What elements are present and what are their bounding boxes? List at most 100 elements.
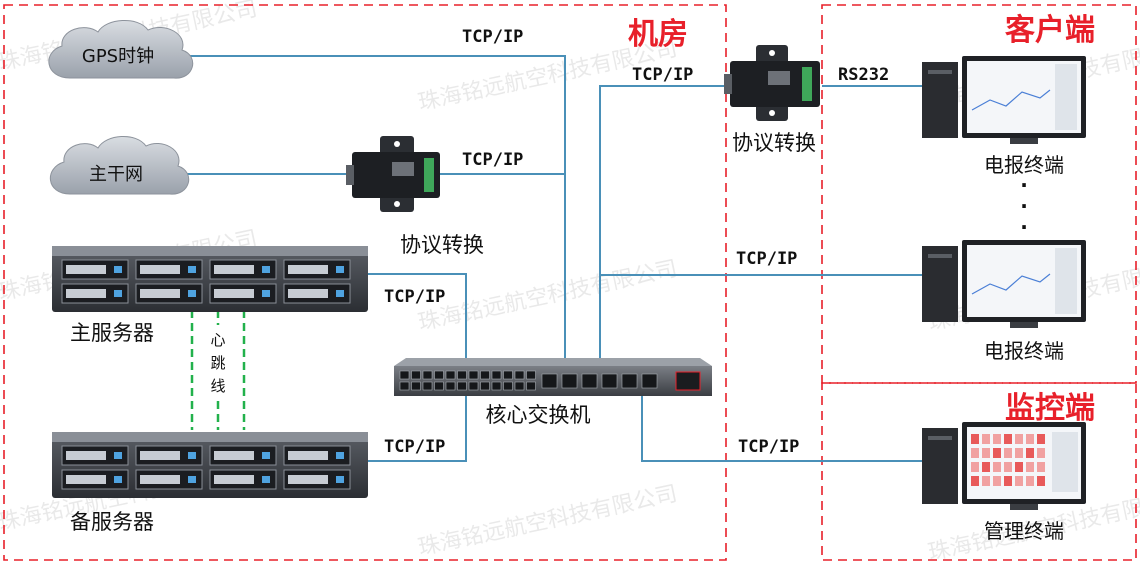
drive-bay-label [214, 289, 254, 298]
machine-room-zone [3, 4, 727, 561]
drive-bay-led [188, 290, 196, 297]
drive-bay-led [262, 290, 270, 297]
switch-port [457, 381, 467, 391]
drive-bays [61, 259, 351, 304]
link-labels: TCP/IP TCP/IP TCP/IP RS232 TCP/IP TCP/IP… [384, 27, 889, 457]
switch-port [468, 381, 479, 391]
switch-port [503, 370, 513, 380]
ellipsis-dot: · [1020, 173, 1028, 197]
heartbeat-char: 跳 [210, 354, 225, 372]
dashboard-tile [1026, 434, 1034, 444]
telegram-terminal-1: 电报终端 [922, 56, 1086, 177]
primary-tcp-label: TCP/IP [384, 287, 445, 307]
switch-sfp-port [621, 373, 638, 389]
dashboard-tile [982, 462, 990, 472]
heartbeat-char: 心 [210, 331, 225, 349]
switch-power [675, 371, 701, 391]
heartbeat-label: 心 跳 线 [210, 331, 225, 395]
switch-port [422, 381, 433, 391]
drive-bay-label [66, 475, 106, 484]
watermark-text: 珠海铭远航空科技有限公司 [416, 257, 679, 336]
mgmt-tcp-label: TCP/IP [738, 437, 799, 457]
switch-sfp-port [561, 373, 578, 389]
server-top [52, 432, 368, 442]
backbone-cloud: 主干网 [49, 136, 190, 195]
drive-bay-led [262, 452, 270, 459]
screen-sidebar [1055, 64, 1077, 130]
drive-bay-led [336, 266, 344, 273]
switch-sfp-port [541, 373, 558, 389]
server-top [52, 246, 368, 256]
dashboard-tile [993, 476, 1001, 486]
drive-bay-label [66, 265, 106, 274]
primary-server-label: 主服务器 [70, 321, 154, 345]
right-protocol-converter: 协议转换 [724, 45, 820, 155]
drive-bay-label [214, 265, 254, 274]
pc-tower-bay [928, 254, 952, 258]
converter-screw [769, 50, 775, 56]
dashboard-tile [993, 448, 1001, 458]
switch-top [394, 358, 712, 366]
switch-port [491, 370, 502, 380]
dashboard-tile [971, 448, 979, 458]
switch-port [422, 370, 433, 380]
left-converter-label: 协议转换 [400, 233, 484, 257]
switch-port [445, 381, 456, 391]
dashboard-tile [993, 434, 1001, 444]
drive-bay-led [188, 476, 196, 483]
dashboard-tile [1037, 434, 1045, 444]
dashboard-tile [1026, 448, 1034, 458]
drive-bay-led [188, 452, 196, 459]
backup-server-link [368, 392, 467, 462]
primary-server: 主服务器 [52, 246, 368, 345]
drive-bay-led [114, 266, 122, 273]
pc-tower-bay [928, 436, 952, 440]
drive-bay-label [288, 451, 328, 460]
dashboard-tile [1004, 434, 1012, 444]
switch-ports [399, 370, 658, 391]
drive-bay-led [262, 266, 270, 273]
connection-lines [168, 55, 922, 462]
pc-tower [922, 246, 958, 322]
switch-port [468, 370, 479, 380]
drive-bay-label [140, 451, 180, 460]
drive-bay-led [336, 290, 344, 297]
backup-tcp-label: TCP/IP [384, 437, 445, 457]
pc-tower-bay [928, 70, 952, 74]
converter-tcp-label: TCP/IP [462, 150, 523, 170]
switch-port [491, 381, 502, 391]
dashboard-tile [1037, 462, 1045, 472]
ellipsis-dot: · [1020, 194, 1028, 218]
right-converter-link [599, 85, 728, 358]
drive-bay-label [140, 289, 180, 298]
converter-screw [769, 110, 775, 116]
monitor-stand [1010, 504, 1038, 510]
dashboard-tile [971, 476, 979, 486]
gps-clock-cloud: GPS时钟 [48, 19, 194, 79]
switch-port [526, 370, 536, 380]
dashboard-tile [1026, 462, 1034, 472]
drive-bay-led [114, 452, 122, 459]
dashboard-tile [1004, 448, 1012, 458]
mgmt-link [641, 392, 922, 462]
converter-led [802, 67, 812, 101]
drive-bay-label [288, 475, 328, 484]
terminal-ellipsis: · · · [1020, 173, 1028, 239]
drive-bay-led [188, 266, 196, 273]
converter-label-plate [392, 162, 414, 176]
switch-port [526, 381, 536, 391]
converter-screw [394, 201, 400, 207]
dashboard-tile [1015, 434, 1023, 444]
drive-bay-led [262, 476, 270, 483]
terminal2-tcp-label: TCP/IP [736, 249, 797, 269]
dashboard-panel [1052, 432, 1078, 492]
rs232-label: RS232 [838, 65, 889, 85]
switch-port [514, 381, 525, 391]
screen-chart [971, 89, 1051, 111]
monitor-zone-title: 监控端 [1005, 391, 1095, 426]
monitor-stand [1010, 322, 1038, 328]
dashboard-tile [1037, 476, 1045, 486]
dashboard-tile [982, 476, 990, 486]
dashboard-tile [1037, 448, 1045, 458]
